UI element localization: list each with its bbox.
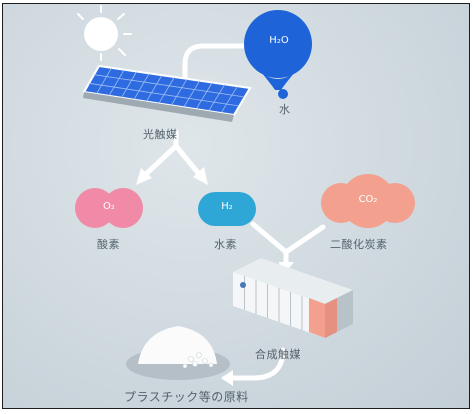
- water-flow-arrow: [182, 43, 252, 91]
- water-label: 水: [279, 103, 291, 116]
- photocatalyst-panel-icon: [82, 64, 252, 122]
- arrow-head-hydrogen: [193, 167, 208, 185]
- oxygen-label: 酸素: [97, 238, 120, 251]
- water-formula: H₂O: [269, 35, 289, 46]
- diagram-frame: H₂O 水 光触媒 O₂ 酸素 H₂ 水素 CO₂ 二酸化炭素 合成触媒 プラス…: [2, 3, 470, 409]
- split-arrows: [143, 129, 202, 177]
- merge-arrows: [250, 221, 326, 267]
- oxygen-formula: O₂: [103, 201, 115, 212]
- hydrogen-label: 水素: [214, 238, 237, 251]
- sun-icon: [77, 5, 132, 61]
- co2-label: 二酸化炭素: [330, 238, 388, 251]
- arrow-head-product: [221, 370, 233, 386]
- co2-molecule-icon: [321, 174, 415, 228]
- water-drop-icon: [244, 10, 312, 99]
- photocatalyst-label: 光触媒: [143, 128, 178, 141]
- hydrogen-formula: H₂: [221, 201, 233, 212]
- diagram-canvas: [75, 5, 415, 386]
- synthesis-catalyst-label: 合成触媒: [255, 348, 301, 361]
- hydrogen-molecule-icon: [198, 192, 256, 226]
- plastic-raw-material-label: プラスチック等の原料: [124, 390, 249, 404]
- product-flow-arrow: [222, 347, 286, 381]
- oxygen-molecule-icon: [75, 188, 143, 228]
- plastic-pile-icon: [126, 326, 230, 380]
- co2-formula: CO₂: [358, 194, 378, 205]
- arrow-head-oxygen: [136, 168, 152, 185]
- synthesis-catalyst-icon: [233, 258, 353, 338]
